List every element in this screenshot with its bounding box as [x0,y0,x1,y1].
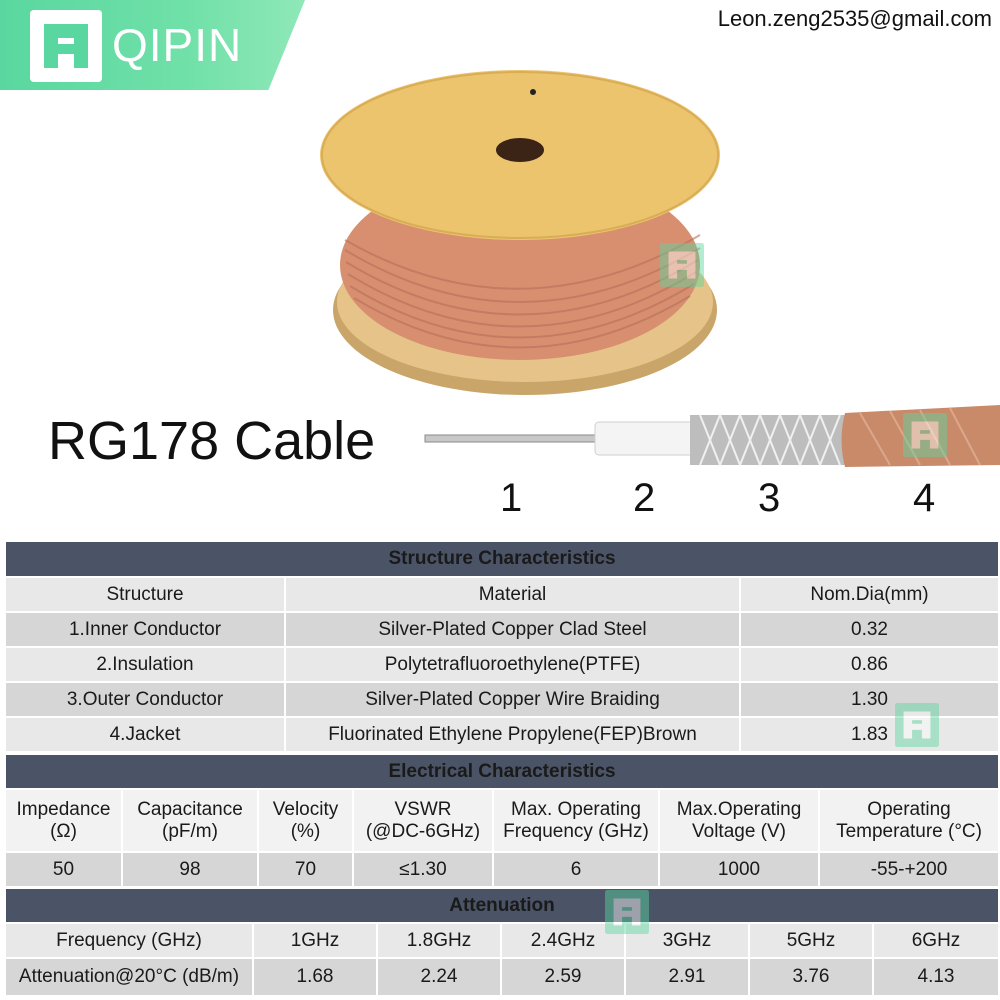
watermark-logo-icon [903,413,947,457]
layer-number-3: 3 [758,476,781,520]
layer-number-4: 4 [913,476,936,520]
table-cell: 2.24 [376,957,502,997]
structure-table: Structure Characteristics Structure Mate… [3,540,1000,753]
table-cell: 70 [257,851,354,888]
table-cell: 3.76 [748,957,874,997]
table-cell: 1GHz [252,922,378,959]
row-label: Attenuation@20°C (dB/m) [4,957,254,997]
column-header: VSWR(@DC-6GHz) [352,788,494,853]
table-cell: 0.32 [738,611,1000,648]
qipin-logo-icon [30,10,102,82]
table-cell: 5GHz [748,922,874,959]
table-cell: 1.83 [738,716,1000,753]
column-header: Capacitance(pF/m) [121,788,259,853]
table-cell: 2.Insulation [4,646,286,683]
row-label: Frequency (GHz) [4,922,254,959]
table-cell: 2.59 [500,957,626,997]
table-cell: 2.4GHz [500,922,626,959]
column-header: Nom.Dia(mm) [738,576,1000,613]
electrical-heading: Electrical Characteristics [3,753,1000,790]
table-cell: 1.30 [738,681,1000,718]
attenuation-heading: Attenuation [3,887,1000,924]
table-cell: 4.Jacket [4,716,286,753]
watermark-logo-icon [895,703,939,747]
table-cell: 3GHz [624,922,750,959]
column-header: Material [284,576,741,613]
table-cell: 4.13 [871,957,1000,997]
table-cell: Silver-Plated Copper Clad Steel [284,611,741,648]
table-cell: 1.Inner Conductor [4,611,286,648]
table-cell: ≤1.30 [352,851,494,888]
brand-banner: QIPIN [0,0,305,90]
table-cell: 6 [492,851,660,888]
table-cell: 1.68 [252,957,378,997]
table-cell: Polytetrafluoroethylene(PTFE) [284,646,741,683]
cable-spool-image [320,70,720,400]
watermark-logo-icon [605,890,649,934]
cable-layers-illustration [420,395,1000,480]
table-cell: 98 [121,851,259,888]
brand-name: QIPIN [112,19,243,71]
table-cell: -55-+200 [817,851,1000,888]
table-cell: 1.8GHz [376,922,502,959]
structure-heading: Structure Characteristics [3,540,1000,578]
table-cell: 0.86 [738,646,1000,683]
watermark-logo-icon [660,243,704,287]
table-cell: 2.91 [624,957,750,997]
column-header: Velocity(%) [257,788,354,853]
attenuation-table: Attenuation Frequency (GHz) 1GHz 1.8GHz … [3,887,1000,997]
contact-email[interactable]: Leon.zeng2535@gmail.com [717,6,992,31]
electrical-table: Electrical Characteristics Impedance(Ω) … [3,753,1000,888]
product-title: RG178 Cable [48,411,376,471]
table-cell: 3.Outer Conductor [4,681,286,718]
column-header: Impedance(Ω) [4,788,123,853]
table-cell: 1000 [658,851,820,888]
table-cell: 6GHz [871,922,1000,959]
layer-number-1: 1 [500,476,523,520]
layer-number-2: 2 [633,476,656,520]
table-cell: 50 [4,851,123,888]
table-cell: Silver-Plated Copper Wire Braiding [284,681,741,718]
column-header: Structure [4,576,286,613]
table-cell: Fluorinated Ethylene Propylene(FEP)Brown [284,716,741,753]
